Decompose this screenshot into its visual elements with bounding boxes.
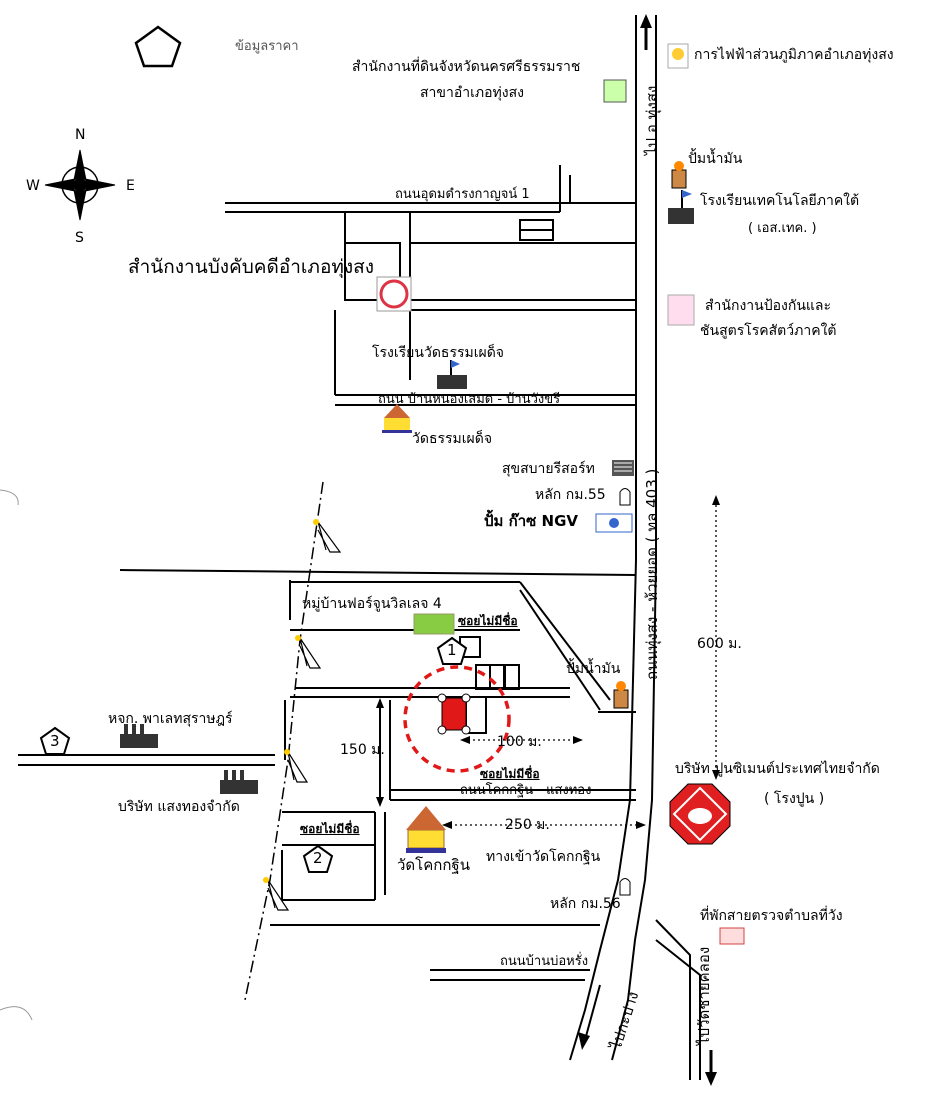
temple-entrance-label: ทางเข้าวัดโคกกฐิน [486,849,601,865]
siam-cement-label-1: บริษัท ปูนซิเมนต์ประเทศไทยจำกัด [675,761,880,777]
flag-school-icon [668,190,694,224]
ngv-label: ปั้ม ก๊าซ NGV [484,512,579,530]
highway-right-edge [611,15,657,1061]
tech-school-label: โรงเรียนเทคโนโลยีภาคใต้ [700,193,860,209]
ngv-logo-icon [595,513,633,533]
marker-2 [302,844,334,873]
saengthong-label: บริษัท แสงทองจำกัด [118,799,240,815]
distance-250-label: 250 ม. [505,817,550,833]
arrow-up-icon [640,14,652,50]
highway-label: ถนนทุ่งสง - ห้วยยอด ( ทล.403 ) [643,468,661,680]
to-thungsong-label: ไป อ.ทุ่งสง [643,85,661,155]
soi-label-2: ซอยไม่มีชื่อ [480,767,540,781]
seal-icon [603,79,627,103]
marker-1-label: 1 [447,641,457,659]
compass-e-label: E [126,178,135,194]
school-tham-label: โรงเรียนวัดธรรมเผด็จ [372,345,505,361]
road-kokkrathin-label: ถนนโคกกฐิน - แสงทอง [460,783,592,798]
transmission-tower-icon [313,519,342,553]
resort-label: สุขสบายรีสอร์ท [502,461,595,477]
temple-icon [406,806,446,853]
arrow-downleft-icon [578,984,601,1050]
compass-rose-icon [44,149,116,221]
soi-label-1: ซอยไม่มีชื่อ [458,614,518,628]
subject-area-ring [403,665,511,773]
distance-600-label: 600 ม. [697,636,742,652]
transmission-tower-icon [295,635,322,669]
branch-left-edge [655,919,691,1080]
land-office-label-1: สำนักงานที่ดินจังหวัดนครศรีธรรมราช [352,59,581,75]
distance-100-label: 100 ม. [497,734,542,750]
animal-office-label-1: สำนักงานป้องกันและ [705,298,832,314]
temple-icon [382,404,412,433]
compass-s-label: S [75,230,84,246]
factory-icon [120,724,158,748]
subject-parcel [441,697,467,731]
phalet-label: หจก. พาเลทสุราษฎร์ [108,711,233,727]
km-post-icon [619,878,631,896]
temple-kok-label: วัดโคกกฐิน [397,856,470,874]
road-nongsamed-label: ถนน บ้านหนองเสมด - บ้านวังขรี [378,392,561,407]
flag-school-icon [437,360,467,389]
road-bannongrang-label: ถนนบ้านบ่อหรั่ง [500,954,589,969]
marker-3-label: 3 [50,732,60,750]
marker-3 [39,726,71,755]
map-title: ข้อมูลราคา [235,39,299,54]
temple-tham-label: วัดธรรมเผด็จ [412,431,493,447]
to-chaiwang-label: ไปวัดชายคลอง [695,946,713,1045]
police-box-icon [719,927,745,945]
enforcement-office-label: สำนักงานบังคับคดีอำเภอทุ่งสง [128,256,375,278]
distance-150-label: 150 ม. [340,742,385,758]
gas-pump-icon [613,681,629,709]
fuel-top-label: ปั้มน้ำมัน [688,151,743,167]
elephant-logo-icon [669,783,731,845]
km56-label: หลัก กม.56 [550,896,621,912]
pea-label: การไฟฟ้าส่วนภูมิภาคอำเภอทุ่งสง [694,47,894,63]
gas-pump-icon [671,161,687,189]
tech-school-abbr: ( เอส.เทค. ) [748,221,817,236]
marker-1 [436,636,468,665]
marker-2-label: 2 [313,849,323,867]
police-box-label: ที่พักสายตรวจตำบลที่วัง [700,908,843,924]
seal-icon [376,276,412,312]
transmission-tower-icon [263,877,290,911]
compass-w-label: W [26,178,40,194]
branch-right-edge [655,939,701,1080]
soi-label-3: ซอยไม่มีชื่อ [300,822,360,836]
arrow-down-icon [705,1050,717,1086]
km-post-icon [619,488,631,506]
fuel-mid-label: ปั้มน้ำมัน [566,661,621,677]
village-label: หมู่บ้านฟอร์จูนวิลเลจ 4 [302,596,442,612]
village-logo-icon [413,613,455,635]
pentagon-icon [134,25,182,68]
seal-icon [667,294,695,326]
siam-cement-label-2: ( โรงปูน ) [764,791,825,807]
animal-office-label-2: ชันสูตรโรคสัตว์ภาคใต้ [700,323,837,339]
transmission-tower-icon [284,749,309,783]
building-icon [612,460,634,476]
factory-icon [220,770,258,794]
compass-n-label: N [75,127,86,143]
km55-label: หลัก กม.55 [535,487,606,503]
land-office-label-2: สาขาอำเภอทุ่งสง [420,85,524,101]
road-udom-label: ถนนอุดมดำรงกาญจน์ 1 [395,187,530,202]
